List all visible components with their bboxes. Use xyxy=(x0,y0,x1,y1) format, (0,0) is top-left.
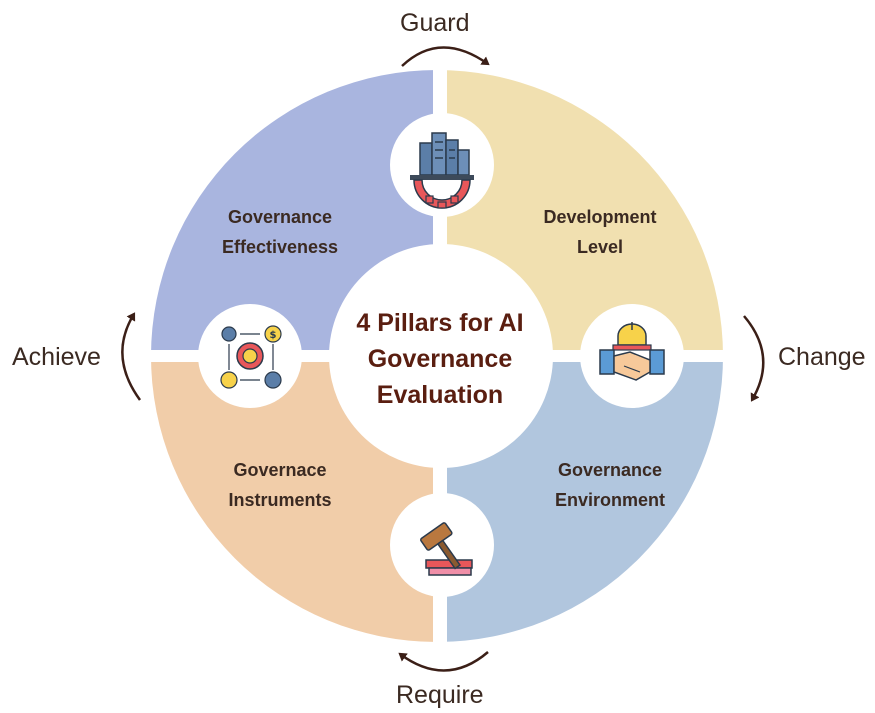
center-circle xyxy=(329,244,553,468)
svg-text:$: $ xyxy=(270,330,277,341)
gavel-books-icon xyxy=(420,522,473,576)
center-title: 4 Pillars for AI Governance Evaluation xyxy=(340,305,540,413)
label-line: Governance xyxy=(557,460,663,480)
label-line: Instruments xyxy=(228,490,332,510)
label-line: Development xyxy=(543,207,657,227)
label-line: Effectiveness xyxy=(221,237,339,257)
handshake-capitol-icon xyxy=(599,322,665,381)
city-gear-icon xyxy=(410,132,474,209)
arrow-require xyxy=(398,651,489,672)
arrow-achieve xyxy=(121,312,142,401)
label-development-level: Development Level xyxy=(510,202,690,262)
cycle-label-guard: Guard xyxy=(400,9,470,37)
label-governance-environment: Governance Environment xyxy=(520,455,700,515)
settings-dollar-target-icon: $ xyxy=(220,325,282,389)
arrow-guard xyxy=(401,46,490,67)
label-line: Governance xyxy=(227,207,333,227)
label-governace-instruments: Governace Instruments xyxy=(190,455,370,515)
cycle-label-require: Require xyxy=(396,681,484,709)
label-line: Environment xyxy=(554,490,665,510)
cycle-label-achieve: Achieve xyxy=(12,343,101,371)
label-line: Level xyxy=(576,237,624,257)
center-title-line: Evaluation xyxy=(376,381,504,409)
cycle-label-change: Change xyxy=(778,343,866,371)
center-title-line: Governance xyxy=(367,345,513,373)
label-line: Governace xyxy=(233,460,327,480)
center-title-line: 4 Pillars for AI xyxy=(356,309,524,337)
label-governance-effectiveness: Governance Effectiveness xyxy=(190,202,370,262)
arrow-change xyxy=(743,315,765,402)
